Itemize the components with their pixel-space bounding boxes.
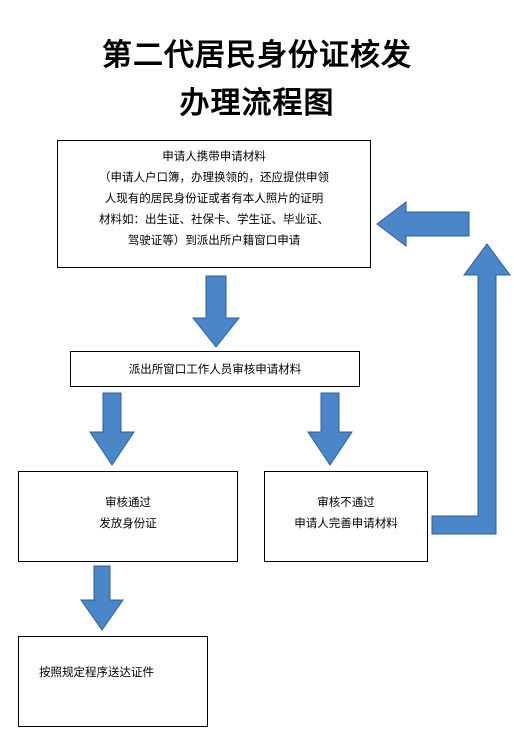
approved-step-line: 发放身份证: [99, 516, 157, 530]
rejected-step-line: 申请人完善申请材料: [294, 516, 398, 530]
review-step-label: 派出所窗口工作人员审核申请材料: [128, 362, 302, 376]
apply-step-line: 人现有的居民身份证或者有本人照片的证明: [104, 191, 324, 205]
apply-step-line: 材料如：出生证、社保卡、学生证、毕业证、: [99, 212, 329, 226]
arrow-down-review-to-approved: [89, 392, 135, 466]
apply-step-line: 申请人携带申请材料: [162, 149, 266, 163]
rejected-step-box: 审核不通过 申请人完善申请材料: [264, 471, 428, 562]
rejected-step-line: 审核不通过: [317, 495, 375, 509]
approved-step-box: 审核通过 发放身份证: [18, 471, 238, 562]
deliver-step-label: 按照规定程序送达证件: [39, 665, 154, 679]
review-step-box: 派出所窗口工作人员审核申请材料: [70, 351, 360, 387]
apply-step-box: 申请人携带申请材料 （申请人户口簿，办理换领的，还应提供申领 人现有的居民身份证…: [57, 140, 371, 268]
arrow-left-into-apply: [376, 200, 470, 248]
arrow-down-approved-to-deliver: [80, 565, 124, 631]
diagram-title-line2: 办理流程图: [179, 86, 335, 121]
apply-step-line: （申请人户口簿，办理换领的，还应提供申领: [99, 170, 329, 184]
deliver-step-box: 按照规定程序送达证件: [18, 636, 208, 727]
apply-step-line: 驾驶证等）到派出所户籍窗口申请: [127, 233, 301, 247]
arrow-loop-rejected-to-apply: [431, 243, 511, 535]
arrow-down-review-to-rejected: [307, 392, 353, 466]
approved-step-line: 审核通过: [105, 495, 151, 509]
diagram-title-line1: 第二代居民身份证核发: [102, 38, 412, 73]
arrow-down-apply-to-review: [191, 275, 241, 348]
